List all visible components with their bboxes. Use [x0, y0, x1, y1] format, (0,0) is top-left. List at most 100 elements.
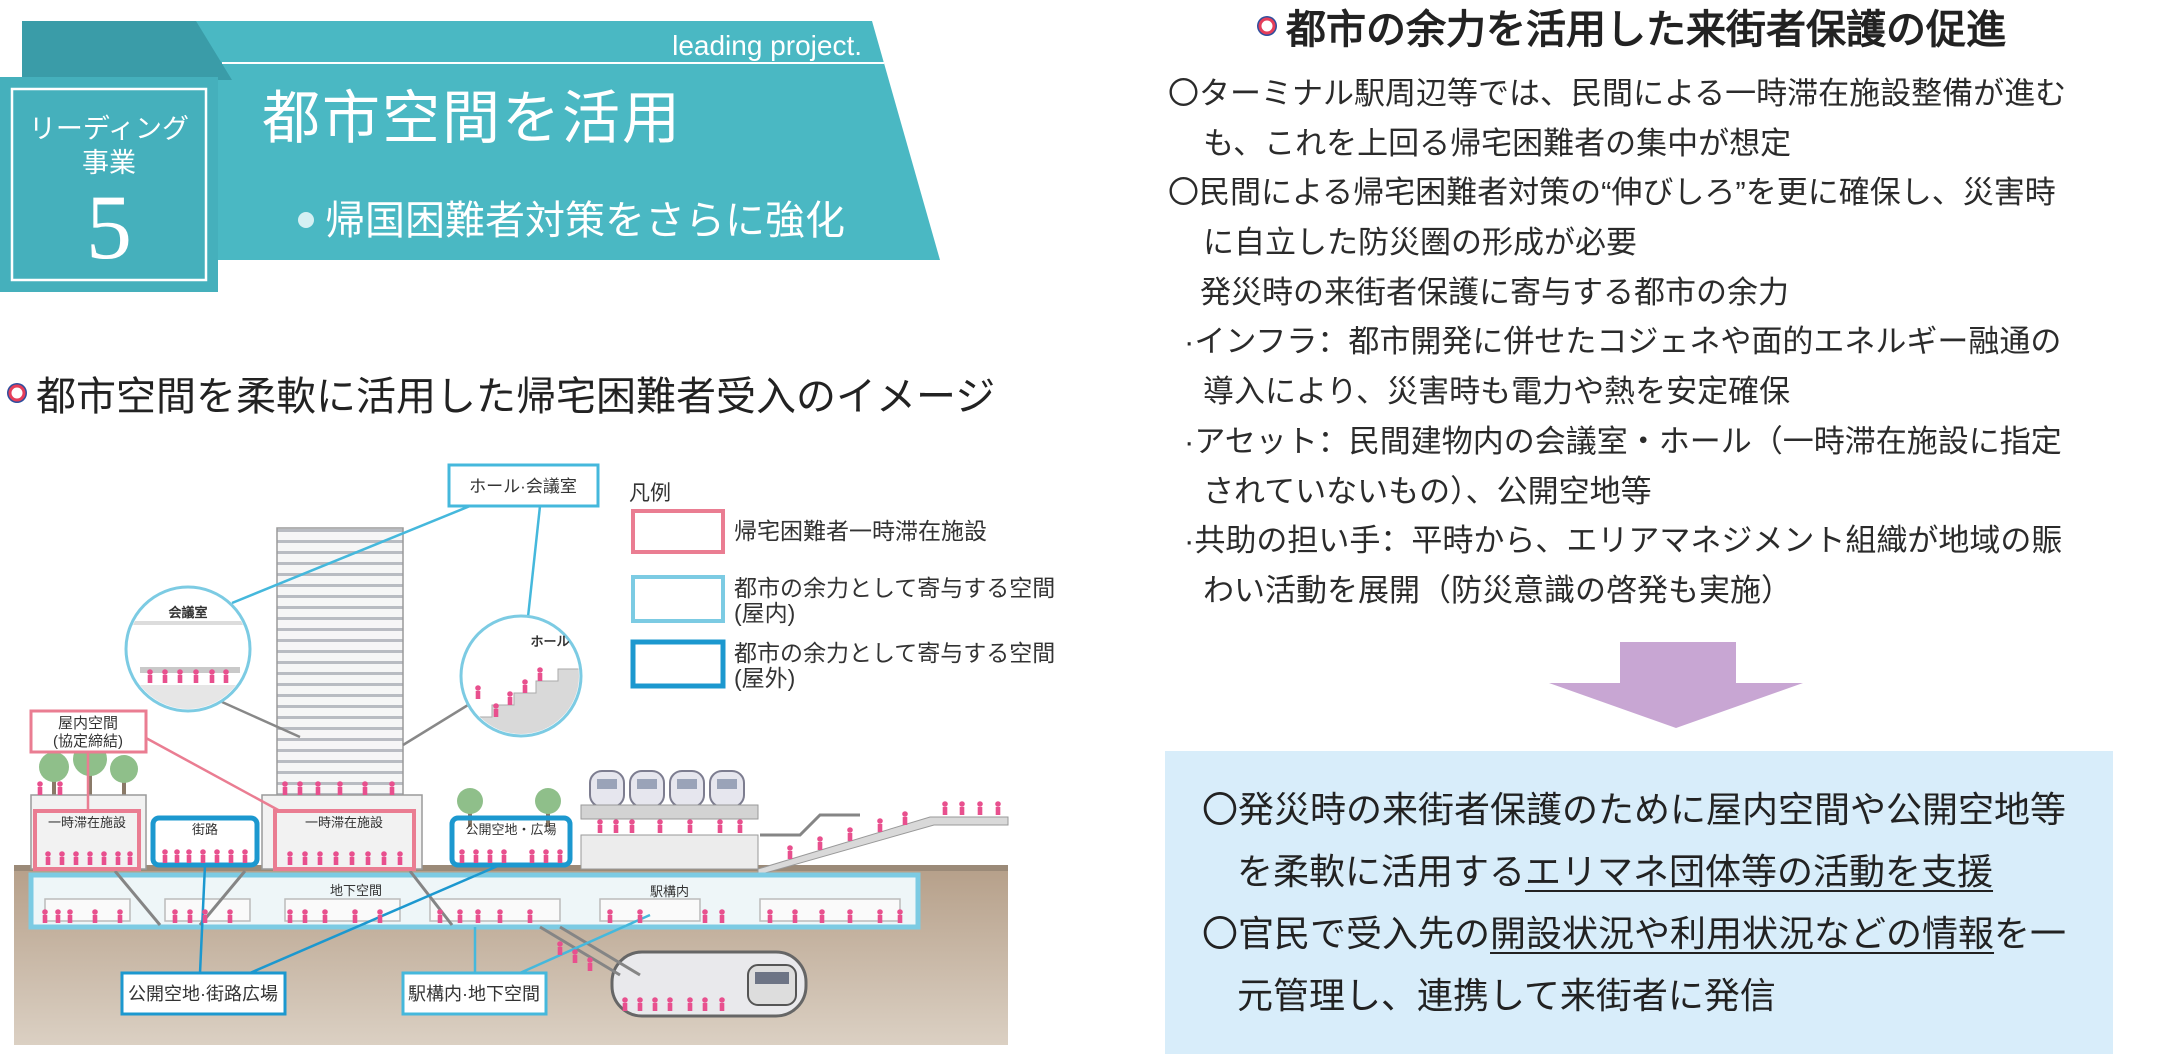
person-icon [507, 691, 513, 705]
person-icon [389, 781, 395, 795]
person-icon [607, 909, 613, 923]
person-icon [377, 909, 383, 923]
person-icon [227, 909, 233, 923]
conclusion-line: 〇発災時の来街者保護のために屋内空間や公開空地等 [1202, 789, 2067, 830]
person-icon [537, 667, 543, 681]
person-icon [493, 703, 499, 717]
person-icon [349, 851, 355, 865]
person-icon [287, 851, 293, 865]
person-icon [622, 997, 628, 1011]
person-icon [572, 949, 578, 963]
person-icon [223, 669, 229, 683]
person-icon [322, 909, 328, 923]
person-icon [73, 851, 79, 865]
person-icon [473, 849, 479, 863]
hall-meeting-callout-box [447, 463, 600, 508]
person-icon [337, 781, 343, 795]
person-icon [995, 801, 1001, 815]
person-icon [501, 849, 507, 863]
policy-subheading: 発災時の来街者保護に寄与する都市の余力 [1200, 274, 1789, 310]
high-rise-tower [276, 527, 404, 799]
person-icon [87, 851, 93, 865]
policy-line: 〇民間による帰宅困難者対策の“伸びしろ”を更に確保し、災害時 [1168, 175, 2056, 211]
conclusion-box: 〇発災時の来街者保護のために屋内空間や公開空地等 を柔軟に活用するエリマネ団体等… [1165, 751, 2113, 1054]
person-icon [687, 997, 693, 1011]
person-icon [362, 781, 368, 795]
open-space-plaza-callout-box [120, 971, 287, 1016]
person-icon [193, 669, 199, 683]
person-icon [877, 818, 883, 832]
person-icon [719, 909, 725, 923]
person-icon [282, 781, 288, 795]
legend: 凡例 帰宅困難者一時滞在施設 都市の余力として寄与する空間 (屋内) 都市の余力… [629, 482, 1055, 691]
station-platform-roof [580, 804, 759, 820]
banner-tagline: leading project. [672, 30, 862, 61]
legend-label-temporary-facility: 帰宅困難者一時滞在施設 [734, 518, 987, 544]
heading-bullet-icon [7, 383, 27, 403]
subway-train-window [755, 972, 789, 984]
person-icon [475, 909, 481, 923]
person-icon [317, 851, 323, 865]
person-icon [200, 849, 206, 863]
person-icon [92, 909, 98, 923]
legend-swatch-indoor-space [631, 575, 725, 623]
person-icon [702, 909, 708, 923]
person-icon [557, 941, 563, 955]
legend-label-indoor-space: 都市の余力として寄与する空間 [734, 575, 1055, 601]
person-icon [497, 909, 503, 923]
policy-bullet: ·共助の担い手：平時から、エリアマネジメント組織が地域の賑 [1184, 523, 2063, 559]
banner-subtitle: 帰国困難者対策をさらに強化 [325, 198, 845, 243]
person-icon [543, 849, 549, 863]
person-icon [897, 909, 903, 923]
person-icon [177, 669, 183, 683]
person-icon [186, 849, 192, 863]
conclusion-text: を柔軟に活用する [1237, 851, 1526, 892]
person-icon [115, 851, 121, 865]
person-icon [475, 685, 481, 699]
person-icon [352, 909, 358, 923]
person-icon [101, 851, 107, 865]
temporary-facility-center [273, 809, 416, 871]
person-icon [172, 909, 178, 923]
person-icon [557, 849, 563, 863]
person-icon [959, 801, 965, 815]
person-icon [45, 851, 51, 865]
person-icon [302, 851, 308, 865]
callout-lines [86, 504, 651, 975]
conclusion-line: 元管理し、連携して来街者に発信 [1237, 975, 1776, 1016]
escalators [113, 813, 860, 977]
underground-label: 地下空間 [330, 883, 382, 898]
person-icon [37, 781, 43, 795]
policy-line: 〇ターミナル駅周辺等では、民間による一時滞在施設整備が進む [1168, 76, 2067, 111]
person-icon [667, 997, 673, 1011]
person-icon [817, 836, 823, 850]
station-platform [580, 834, 759, 870]
subtitle-bullet-icon [298, 212, 314, 228]
down-arrow-icon [1549, 642, 1803, 728]
person-icon [902, 811, 908, 825]
indoor-space-callout-note: (協定締結) [53, 733, 123, 750]
person-icon [127, 851, 133, 865]
conclusion-line: 〇官民で受入先の開設状況や利用状況などの情報を一 [1165, 903, 2113, 965]
indoor-space-callout: 屋内空間 [58, 715, 118, 732]
meeting-room-zoom: 会議室 [124, 585, 252, 713]
banner-fold [22, 21, 232, 80]
person-icon [315, 781, 321, 795]
person-icon [737, 819, 743, 833]
person-icon [942, 801, 948, 815]
street-label: 街路 [192, 822, 218, 837]
legend-swatch-outdoor-space [630, 639, 726, 689]
badge-line-2: 事業 [82, 148, 136, 178]
person-icon [162, 669, 168, 683]
conclusion-line: を柔軟に活用するエリマネ団体等の活動を支援 [1165, 841, 2113, 903]
policy-bullet: ·インフラ：都市開発に併せたコジェネや面的エネルギー融通の [1184, 324, 2062, 360]
legend-label-outdoor-space: 都市の余力として寄与する空間 [734, 640, 1055, 666]
person-icon [202, 909, 208, 923]
person-icon [459, 849, 465, 863]
person-icon [214, 849, 220, 863]
badge-inner-border [10, 87, 208, 282]
person-icon [819, 909, 825, 923]
person-icon [629, 819, 635, 833]
person-icon [437, 909, 443, 923]
person-icon [55, 909, 61, 923]
